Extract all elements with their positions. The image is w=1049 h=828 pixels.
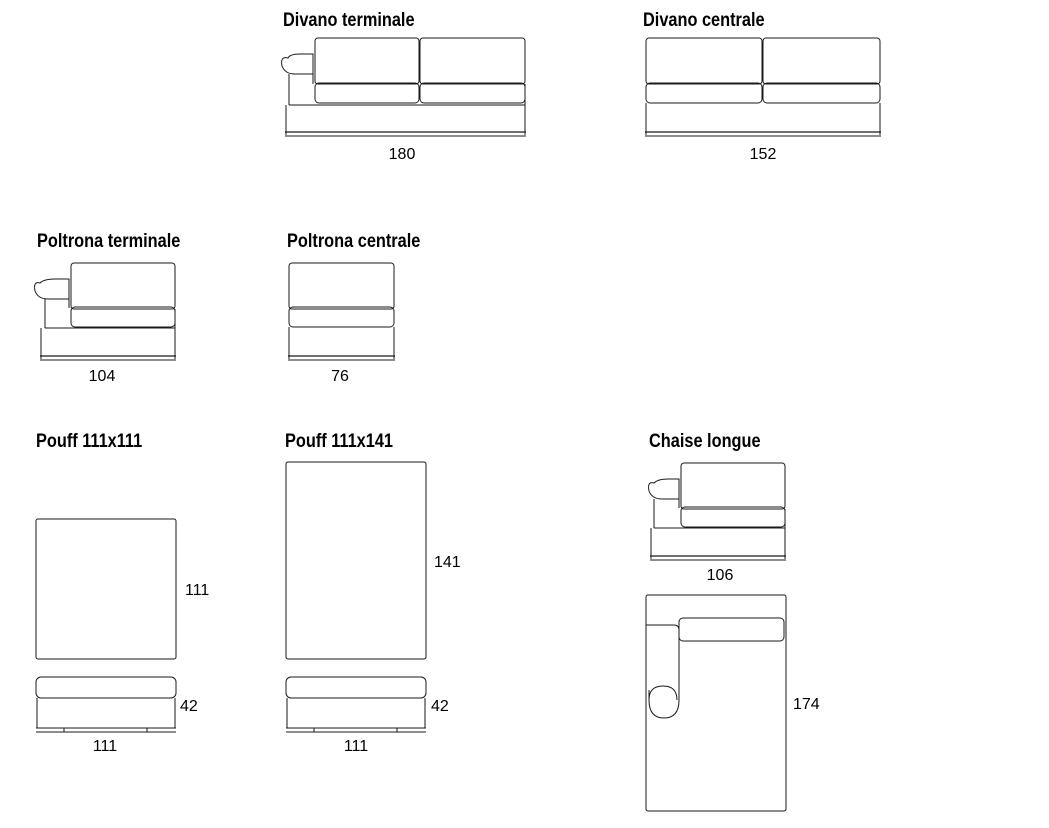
pouff-111x111-drawing [35, 518, 177, 733]
pouff-111x141-height: 42 [431, 698, 449, 715]
poltrona-centrale-drawing [288, 262, 395, 361]
pouff-111x111-height: 42 [180, 698, 198, 715]
divano-centrale: Divano centrale 152 [643, 9, 881, 163]
divano-centrale-title: Divano centrale [643, 9, 765, 30]
chaise-longue-title: Chaise longue [649, 430, 761, 451]
poltrona-centrale: Poltrona centrale 76 [287, 230, 420, 385]
pouff-111x141-drawing [285, 461, 427, 733]
chaise-longue-front-drawing [648, 462, 786, 561]
divano-terminale: Divano terminale 180 [281, 9, 526, 163]
chaise-longue-depth: 174 [793, 696, 820, 713]
pouff-111x141-depth: 141 [434, 554, 461, 571]
poltrona-terminale-title: Poltrona terminale [37, 230, 180, 251]
divano-centrale-width: 152 [750, 146, 777, 163]
pouff-111x111: Pouff 111x111 111 42 111 [35, 430, 209, 755]
pouff-111x111-depth: 111 [185, 582, 209, 599]
poltrona-centrale-title: Poltrona centrale [287, 230, 420, 251]
divano-terminale-title: Divano terminale [283, 9, 415, 30]
poltrona-terminale: Poltrona terminale 104 [34, 230, 180, 385]
poltrona-terminale-width: 104 [89, 368, 116, 385]
pouff-111x141: Pouff 111x141 141 42 111 [285, 430, 461, 755]
chaise-longue: Chaise longue 106 174 [645, 430, 820, 812]
pouff-111x141-title: Pouff 111x141 [285, 430, 393, 451]
divano-terminale-drawing [281, 37, 526, 137]
pouff-111x111-width: 111 [93, 738, 117, 755]
pouff-111x141-width: 111 [344, 738, 368, 755]
chaise-longue-top-drawing [645, 594, 787, 812]
chaise-longue-width: 106 [707, 567, 734, 584]
poltrona-terminale-drawing [34, 262, 176, 361]
poltrona-centrale-width: 76 [331, 368, 349, 385]
divano-terminale-width: 180 [389, 146, 416, 163]
divano-centrale-drawing [645, 37, 881, 137]
pouff-111x111-title: Pouff 111x111 [36, 430, 142, 451]
